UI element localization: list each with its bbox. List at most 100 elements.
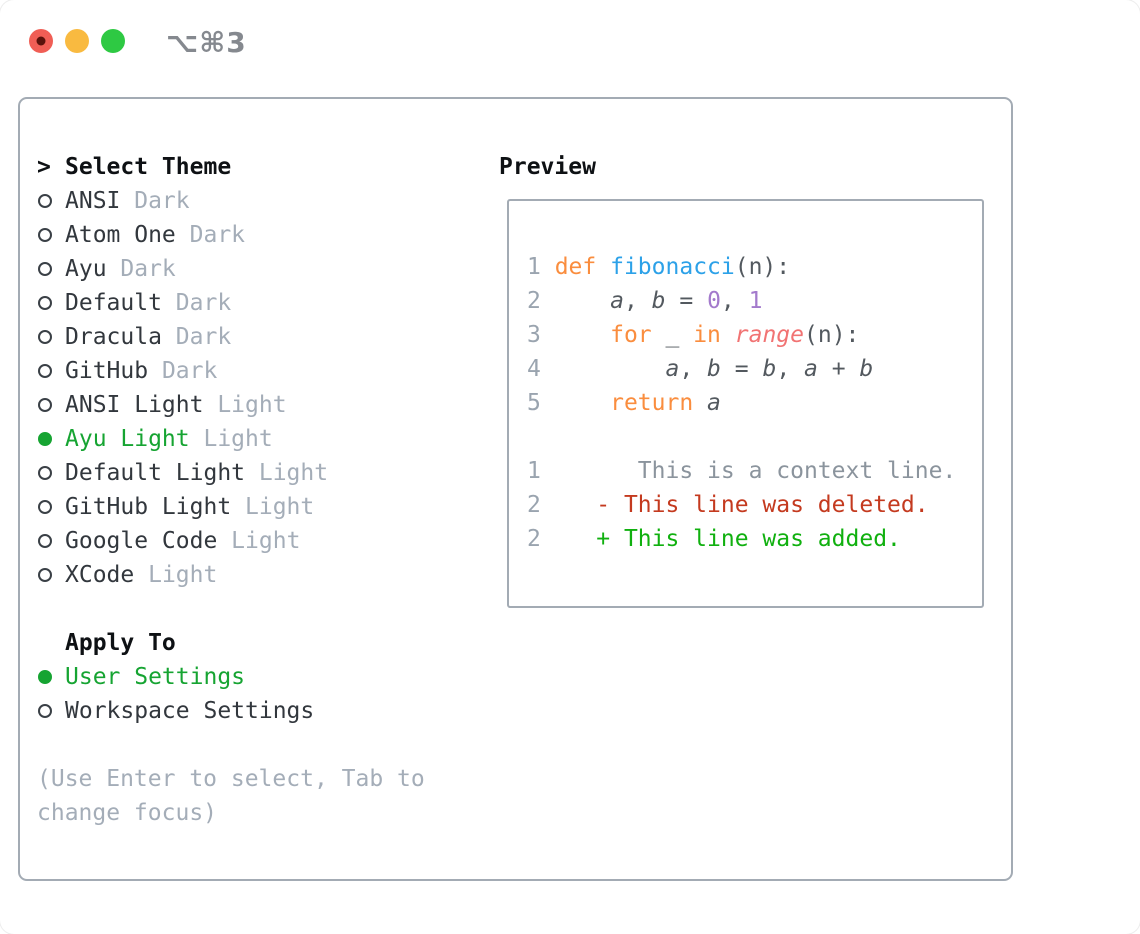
theme-name: GitHub bbox=[65, 358, 149, 384]
radio-icon bbox=[38, 228, 52, 242]
radio-icon bbox=[38, 330, 52, 344]
theme-option[interactable]: Ayu Dark bbox=[37, 252, 425, 286]
line-number: 2 bbox=[527, 492, 555, 518]
close-button-icon[interactable] bbox=[29, 29, 53, 53]
theme-option[interactable]: ANSI Dark bbox=[37, 184, 425, 218]
theme-option[interactable]: Google Code Light bbox=[37, 524, 425, 558]
code-token: _ bbox=[651, 322, 694, 348]
theme-option[interactable]: XCode Light bbox=[37, 558, 425, 592]
radio-icon bbox=[38, 466, 52, 480]
code-token bbox=[555, 288, 610, 314]
theme-name: Default Light bbox=[65, 460, 246, 486]
radio-icon bbox=[38, 398, 52, 412]
line-number: 1 bbox=[527, 254, 555, 280]
line-number: 2 bbox=[527, 288, 555, 314]
code-token: (n): bbox=[734, 254, 791, 280]
code-line: 3 for _ in range(n): bbox=[527, 318, 982, 352]
radio-icon bbox=[38, 568, 52, 582]
code-token bbox=[721, 322, 735, 348]
code-token bbox=[555, 492, 597, 518]
theme-option[interactable]: Dracula Dark bbox=[37, 320, 425, 354]
theme-name: Ayu bbox=[65, 256, 107, 282]
code-token: return bbox=[610, 390, 694, 416]
theme-variant: Dark bbox=[161, 324, 232, 350]
apply-to-option[interactable]: User Settings bbox=[37, 660, 425, 694]
radio-icon bbox=[38, 194, 52, 208]
code-line bbox=[527, 420, 982, 454]
theme-option[interactable]: Ayu Light Light bbox=[37, 422, 425, 456]
focus-chevron-icon: > bbox=[37, 154, 51, 180]
select-theme-title: Select Theme bbox=[65, 154, 232, 180]
theme-variant: Dark bbox=[148, 358, 218, 384]
apply-to-name: Workspace Settings bbox=[65, 698, 315, 724]
code-token: , bbox=[623, 288, 652, 314]
theme-option[interactable]: ANSI Light Light bbox=[37, 388, 425, 422]
code-token: def bbox=[554, 254, 597, 280]
code-token: = bbox=[720, 356, 763, 382]
radio-selected-icon bbox=[38, 432, 52, 446]
zoom-button-icon[interactable] bbox=[101, 29, 125, 53]
code-token: This is a context line. bbox=[554, 458, 957, 484]
code-token: b bbox=[762, 356, 777, 382]
code-token: = bbox=[665, 288, 708, 314]
apply-to-title: Apply To bbox=[65, 630, 176, 656]
code-token bbox=[555, 356, 666, 382]
window-title: ⌥⌘3 bbox=[166, 26, 247, 59]
theme-name: ANSI bbox=[65, 188, 121, 214]
code-token: a bbox=[665, 356, 680, 382]
traffic-lights bbox=[29, 29, 125, 53]
theme-variant: Light bbox=[217, 528, 301, 554]
radio-selected-icon bbox=[38, 670, 52, 684]
title-bar: ⌥⌘3 bbox=[0, 0, 1140, 97]
theme-variant: Dark bbox=[161, 290, 232, 316]
theme-variant: Light bbox=[245, 460, 329, 486]
apply-to-option[interactable]: Workspace Settings bbox=[37, 694, 425, 728]
theme-option[interactable]: Default Light Light bbox=[37, 456, 425, 490]
code-token bbox=[555, 390, 610, 416]
theme-option[interactable]: Atom One Dark bbox=[37, 218, 425, 252]
code-token: - This line was deleted. bbox=[596, 492, 929, 518]
code-line: 4 a, b = b, a + b bbox=[527, 352, 982, 386]
code-token: in bbox=[693, 322, 721, 348]
theme-variant: Light bbox=[231, 494, 315, 520]
theme-option[interactable]: Default Dark bbox=[37, 286, 425, 320]
code-token: for bbox=[610, 322, 652, 348]
theme-name: XCode bbox=[65, 562, 135, 588]
select-theme-header: > Select Theme bbox=[37, 150, 425, 184]
theme-variant: Dark bbox=[175, 222, 246, 248]
code-line: 2 - This line was deleted. bbox=[527, 488, 982, 522]
radio-icon bbox=[38, 364, 52, 378]
preview-title: Preview bbox=[499, 154, 596, 180]
theme-option[interactable]: GitHub Dark bbox=[37, 354, 425, 388]
theme-name: Google Code bbox=[65, 528, 218, 554]
theme-name: ANSI Light bbox=[65, 392, 204, 418]
line-number: 3 bbox=[527, 322, 555, 348]
code-token: , bbox=[679, 356, 708, 382]
theme-name: Ayu Light bbox=[65, 426, 190, 452]
minimize-button-icon[interactable] bbox=[65, 29, 89, 53]
spacer bbox=[37, 592, 425, 626]
code-token: 1 bbox=[748, 288, 763, 314]
code-token: (n): bbox=[804, 322, 860, 348]
theme-name: Atom One bbox=[65, 222, 176, 248]
theme-variant: Dark bbox=[106, 256, 176, 282]
code-token: a bbox=[804, 356, 818, 382]
code-token: range bbox=[734, 322, 804, 348]
theme-option[interactable]: GitHub Light Light bbox=[37, 490, 425, 524]
code-token bbox=[555, 322, 610, 348]
radio-icon bbox=[38, 704, 52, 718]
apply-to-name: User Settings bbox=[65, 664, 246, 690]
code-line: 1 This is a context line. bbox=[527, 454, 982, 488]
code-token: , bbox=[776, 356, 805, 382]
code-token: + bbox=[817, 356, 860, 382]
code-token bbox=[555, 526, 597, 552]
radio-icon bbox=[38, 534, 52, 548]
theme-name: GitHub Light bbox=[65, 494, 232, 520]
code-token: a bbox=[707, 390, 721, 416]
radio-icon bbox=[38, 296, 52, 310]
theme-name: Dracula bbox=[65, 324, 162, 350]
theme-variant: Light bbox=[203, 392, 287, 418]
